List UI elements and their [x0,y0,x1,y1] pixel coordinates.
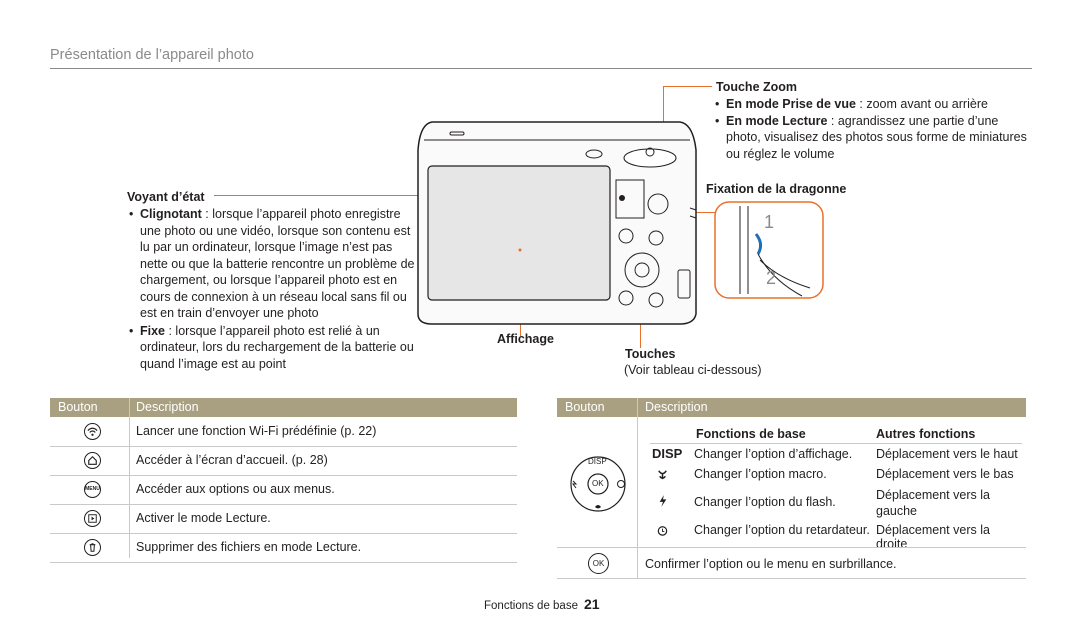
row-description: Accéder à l’écran d’accueil. (p. 28) [136,453,328,467]
right-table-header-button: Bouton [565,400,605,414]
table-row: DISP Changer l’option d’affichage. Dépla… [650,446,1022,467]
disp-icon: DISP [652,446,683,461]
page-footer: Fonctions de base 21 [484,596,600,612]
zoom-leader-v [663,86,664,150]
dial-ok-label: OK [592,479,604,488]
status-list: Clignotant : lorsque l’appareil photo en… [127,206,415,372]
other-function: Déplacement vers le haut [876,447,1018,461]
status-leader [214,195,617,196]
basic-function: Changer l’option d’affichage. [694,447,853,461]
status-title: Voyant d’état [127,190,205,204]
home-icon [84,452,101,469]
other-function: Déplacement vers la gauche [876,488,990,518]
macro-icon [656,468,669,484]
page-header-title: Présentation de l’appareil photo [50,47,254,63]
right-table-header: Bouton Description [557,398,1026,417]
strap-leader [696,212,716,213]
wifi-icon [84,423,101,440]
camera-illustration [417,121,697,325]
zoom-title: Touche Zoom [716,80,798,94]
buttons-title: Touches [625,347,676,361]
right-table-divider [637,398,638,578]
left-table-divider [129,398,130,558]
footer-section: Fonctions de base [484,600,578,612]
table-row: Lancer une fonction Wi-Fi prédéfinie (p.… [50,418,517,447]
right-table-header-description: Description [645,400,708,414]
row-description: Lancer une fonction Wi-Fi prédéfinie (p.… [136,424,377,438]
zoom-list: En mode Prise de vue : zoom avant ou arr… [713,96,1033,162]
page-number: 21 [583,596,600,612]
row-description: Activer le mode Lecture. [136,511,271,525]
strap-inset-illustration [714,201,824,299]
zoom-leader-h [663,86,712,87]
strap-step-1: 1 [764,212,775,232]
dial-disp-label: DISP [588,457,607,466]
header-rule [50,68,1032,69]
zoom-item: En mode Prise de vue : zoom avant ou arr… [713,96,1033,113]
dial-icon [570,456,626,512]
play-icon [84,510,101,527]
trash-icon [84,539,101,556]
ok-icon: OK [588,553,609,574]
table-row: Activer le mode Lecture. [50,505,517,534]
basic-function: Changer l’option du retardateur. [694,523,870,537]
other-function: Déplacement vers le bas [876,467,1014,481]
strap-title: Fixation de la dragonne [706,182,847,196]
table-row: Supprimer des fichiers en mode Lecture. [50,534,517,563]
status-item: Fixe : lorsque l’appareil photo est reli… [127,323,415,373]
flash-icon [658,494,668,511]
left-table-header: Bouton Description [50,398,517,417]
table-row: MENU Accéder aux options ou aux menus. [50,476,517,505]
left-table-header-button: Bouton [58,400,98,414]
strap-step-2: 2 [766,268,777,288]
ok-description: Confirmer l’option ou le menu en surbril… [645,557,897,571]
timer-icon [656,524,669,540]
display-title: Affichage [497,332,554,346]
table-row: Changer l’option du flash. Déplacement v… [650,486,1022,520]
table-row: Changer l’option du retardateur. Déplace… [650,522,1022,551]
basic-functions-header: Fonctions de base [696,427,806,441]
row-description: Accéder aux options ou aux menus. [136,482,335,496]
sub-header-rule [650,443,1022,444]
right-table-rule [557,547,1026,548]
right-table-bottom-rule [557,578,1026,579]
table-row: Changer l’option macro. Déplacement vers… [650,466,1022,487]
left-table-header-description: Description [136,400,199,414]
basic-function: Changer l’option macro. [694,467,827,481]
menu-icon: MENU [84,481,101,498]
basic-function: Changer l’option du flash. [694,495,836,509]
table-row: Accéder à l’écran d’accueil. (p. 28) [50,447,517,476]
buttons-note: (Voir tableau ci-dessous) [624,363,762,377]
status-item: Clignotant : lorsque l’appareil photo en… [127,206,415,322]
row-description: Supprimer des fichiers en mode Lecture. [136,540,362,554]
zoom-item: En mode Lecture : agrandissez une partie… [713,113,1033,163]
other-functions-header: Autres fonctions [876,427,976,441]
